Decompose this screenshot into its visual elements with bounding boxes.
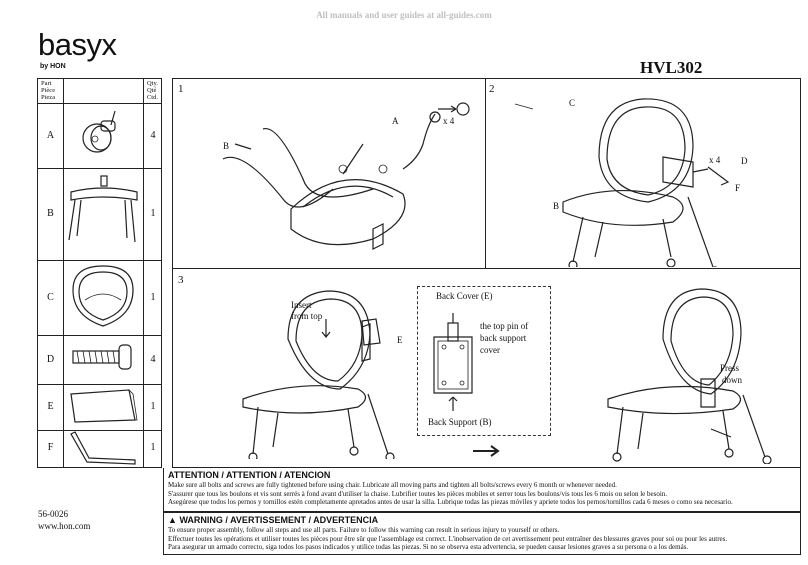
allen-wrench-icon <box>70 431 136 465</box>
detail-label-pin-1: the top pin of <box>480 321 529 331</box>
bolt-icon <box>72 344 132 370</box>
website-link[interactable]: www.hon.com <box>38 521 91 531</box>
part-qty: 1 <box>150 442 156 453</box>
part-letter: F <box>47 442 54 453</box>
step-3-label-e: E <box>397 335 403 345</box>
divider <box>485 79 486 268</box>
detail-label-back-support: Back Support (B) <box>428 417 492 427</box>
step-3-label-insert: Insert <box>291 300 312 310</box>
warning-line-fr: Effectuer toutes les opérations et utili… <box>168 534 728 543</box>
parts-table-header: Part Pièce Pieza Qty. Qté Ctd. <box>38 79 161 104</box>
warning-triangle-icon: ▲ <box>168 515 177 525</box>
seat-base-icon <box>68 175 138 243</box>
part-row-a: A 4 <box>38 103 161 169</box>
model-number: HVL302 <box>640 58 703 77</box>
part-letter: A <box>46 130 55 141</box>
step-2-illustration <box>514 98 730 267</box>
qty-header-en: Qty. <box>146 80 158 87</box>
step-2-label-b: B <box>553 201 560 211</box>
step-3-finished-chair-illustration <box>607 288 772 464</box>
part-qty: 4 <box>150 354 156 365</box>
back-support-detail-illustration <box>433 313 473 411</box>
step-2-number: 2 <box>489 83 495 95</box>
attention-line-en: Make sure all bolts and screws are fully… <box>168 481 617 489</box>
step-1-label-a: A <box>392 116 399 126</box>
qty-column-header: Qty. Qté Ctd. <box>147 80 158 101</box>
attention-line-fr: S'assurer que tous les boulons et vis so… <box>168 489 668 498</box>
parts-table: Part Pièce Pieza Qty. Qté Ctd. A 4 B <box>37 78 162 468</box>
part-row-b: B 1 <box>38 168 161 261</box>
part-header-en: Part <box>41 80 52 87</box>
step-1-illustration <box>222 102 470 250</box>
part-column-header: Part Pièce Pieza <box>41 80 55 101</box>
step-1-label-x4: x 4 <box>443 116 455 126</box>
step-3-label-down: down <box>722 375 742 385</box>
part-row-c: C 1 <box>38 260 161 336</box>
part-qty: 4 <box>150 130 156 141</box>
step-2-label-f: F <box>735 183 741 193</box>
document-number: 56-0026 <box>38 509 68 519</box>
attention-box: ATTENTION / ATTENTION / ATENCION Make su… <box>163 468 801 512</box>
step-3-chair-illustration <box>242 290 395 459</box>
attention-title: ATTENTION / ATTENTION / ATENCION <box>168 470 331 480</box>
part-qty: 1 <box>150 208 156 219</box>
brand-logo: basyx <box>38 27 117 62</box>
part-header-fr: Pièce <box>41 87 56 94</box>
step-2-label-c: C <box>569 98 576 108</box>
warning-line-es: Para asegurar un armado correcto, siga t… <box>168 543 689 552</box>
detail-label-pin-2: back support <box>480 333 527 343</box>
warning-box: ▲ WARNING / AVERTISSEMENT / ADVERTENCIA … <box>163 512 801 555</box>
attention-line-es: Asegúrese que todos los pernos y tornill… <box>168 498 733 507</box>
part-row-d: D 4 <box>38 335 161 385</box>
detail-label-back-cover: Back Cover (E) <box>436 291 493 301</box>
part-row-e: E 1 <box>38 384 161 431</box>
part-letter: C <box>47 292 54 303</box>
divider <box>173 268 800 269</box>
step-2-label-x4: x 4 <box>709 155 721 165</box>
step-3-label-from-top: from top <box>291 311 323 321</box>
part-letter: E <box>47 401 54 412</box>
part-qty: 1 <box>150 292 156 303</box>
step-1-number: 1 <box>178 83 184 95</box>
steps-panel: 1 A x 4 B 2 C x 4 D F <box>172 78 801 468</box>
back-cover-part-e <box>361 318 381 346</box>
step-3-label-press: Press <box>720 363 740 373</box>
part-qty: 1 <box>150 401 156 412</box>
detail-callout-box: Back Cover (E) the top pin of back suppo… <box>417 286 551 436</box>
qty-header-fr: Qté <box>146 87 157 94</box>
part-letter: D <box>46 354 55 365</box>
qty-header-es: Ctd. <box>146 94 158 101</box>
warning-title: WARNING / AVERTISSEMENT / ADVERTENCIA <box>179 515 379 525</box>
part-letter: B <box>47 208 54 219</box>
step-1-label-b: B <box>223 141 230 151</box>
brand-sub: by HON <box>40 63 66 70</box>
detail-label-pin-3: cover <box>480 345 500 355</box>
warning-line-en: To ensure proper assembly, follow all st… <box>168 526 560 534</box>
right-arrow-icon <box>473 445 500 457</box>
back-cover-icon <box>70 389 138 423</box>
caster-icon <box>82 110 116 153</box>
part-row-f: F 1 <box>38 430 161 468</box>
chair-back-icon <box>72 265 134 327</box>
part-header-es: Pieza <box>41 94 56 101</box>
watermark: All manuals and user guides at all-guide… <box>316 10 492 20</box>
step-2-label-d: D <box>741 156 748 166</box>
step-3-number: 3 <box>178 274 184 286</box>
